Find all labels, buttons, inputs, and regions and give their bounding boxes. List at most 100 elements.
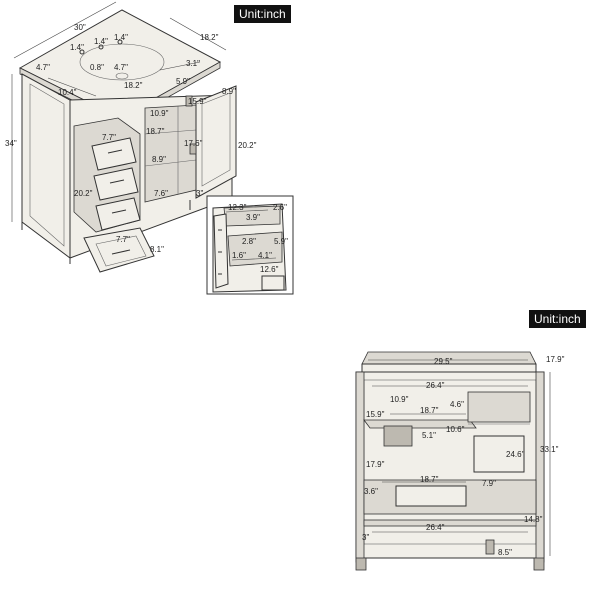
dim-label: 20.2" <box>74 189 93 198</box>
dim-label: 20.2" <box>238 141 257 150</box>
dim-label: 24.6" <box>506 450 525 459</box>
dim-label: 18.2" <box>124 81 143 90</box>
dim-label: 5.9" <box>274 237 288 246</box>
dim-label: 12.6" <box>260 265 279 274</box>
side-panel-inset <box>29 83 65 247</box>
dim-label: 3" <box>362 533 369 542</box>
dim-label: 18.7" <box>420 475 439 484</box>
drawer-2-handle <box>109 179 125 184</box>
dim-label: 17.9" <box>366 460 385 469</box>
shelf-compartment <box>144 104 197 203</box>
dim-label: 3" <box>196 189 203 198</box>
drawer-3-front <box>95 197 141 231</box>
cabinet-door <box>195 85 237 199</box>
sink-drain <box>115 72 129 80</box>
dim-label: 2.8" <box>242 237 256 246</box>
detail-mid-drawer <box>227 231 283 267</box>
dim-label: 4.1" <box>258 251 272 260</box>
unit-badge-bottom: Unit:inch <box>529 310 586 328</box>
dim-label: 4.6" <box>450 400 464 409</box>
dim-label: 8.5" <box>498 548 512 557</box>
shelf-middle <box>144 159 197 167</box>
dim-label: 1.4" <box>70 43 84 52</box>
dim-line-sink-edge <box>159 61 201 71</box>
dim-label: 3.9" <box>246 213 260 222</box>
dim-label: 7.9" <box>482 479 496 488</box>
right-drawer <box>473 435 525 473</box>
front-leg-right <box>533 557 545 571</box>
dim-label: 34" <box>5 139 17 148</box>
faucet-hole-left <box>79 49 85 55</box>
dim-label: 26.4" <box>426 523 445 532</box>
detail-dim-line <box>231 257 277 261</box>
drawer-1-handle <box>107 149 123 154</box>
detail-dim-line <box>225 209 269 213</box>
dim-label: 8.1" <box>150 245 164 254</box>
right-post <box>535 371 545 563</box>
right-upper-compartment <box>467 391 531 423</box>
dim-label: 2.6" <box>273 203 287 212</box>
front-leg-left <box>355 557 367 571</box>
dim-label: 18.2" <box>200 33 219 42</box>
drawer-detail-inset: 12.3" 2.6" 3.9" 2.8" 5.9" 1.6" 4.1" 12.6… <box>206 195 294 295</box>
drawer-3-handle <box>111 209 127 214</box>
dim-label: 15.9" <box>188 97 207 106</box>
dim-label: 4.7" <box>36 63 50 72</box>
door-hinge-bottom <box>189 143 197 155</box>
front-view-vanity-drawing: 29.5" 17.9" 26.4" 10.9" 4.6" 15.9" 18.7"… <box>355 351 565 571</box>
back-leg <box>485 539 495 555</box>
detail-lower-drawer <box>261 275 285 291</box>
dim-label: 1.4" <box>114 33 128 42</box>
bottom-drawer-front <box>83 227 155 273</box>
dim-label: 7.6" <box>154 189 168 198</box>
dim-label: 7.7" <box>116 235 130 244</box>
dim-label: 1.4" <box>94 37 108 46</box>
dim-label: 8.9" <box>222 87 236 96</box>
dim-label: 5.1" <box>422 431 436 440</box>
detail-side-drawer-stack <box>213 213 229 289</box>
drawer-2-front <box>93 167 139 201</box>
bottom-drawer-handle <box>111 249 131 255</box>
dim-label: 33.1" <box>540 445 559 454</box>
hinge-bracket <box>383 425 413 447</box>
dim-label: 5.9" <box>176 77 190 86</box>
dim-label: 14.8" <box>524 515 543 524</box>
sink-basin <box>79 43 165 81</box>
dim-label: 15.9" <box>366 410 385 419</box>
dim-label: 1.6" <box>232 251 246 260</box>
dim-label: 10.4" <box>58 88 77 97</box>
dim-label: 3.1" <box>186 59 200 68</box>
door-hinge-top <box>185 95 193 107</box>
dim-label: 8.9" <box>152 155 166 164</box>
isometric-vanity-drawing: 30" 18.2" 1.4" 1.4" 1.4" 4.7" 0.8" 4.7" … <box>5 1 257 273</box>
bottom-shelf-board <box>395 485 467 507</box>
dim-label: 29.5" <box>434 357 453 366</box>
faucet-hole-center <box>98 44 104 50</box>
dim-label: 18.7" <box>146 127 165 136</box>
dim-label: 4.7" <box>114 63 128 72</box>
bottom-drawer-panel <box>95 235 147 267</box>
dim-line-sink-width <box>47 77 97 97</box>
dim-label: 18.7" <box>420 406 439 415</box>
dim-line-depth <box>169 17 227 51</box>
dim-label: 26.4" <box>426 381 445 390</box>
dim-label: 10.6" <box>446 425 465 434</box>
faucet-hole-right <box>117 39 123 45</box>
cabinet-door-panel <box>201 92 231 187</box>
base-rail <box>363 519 537 527</box>
dim-label: 12.3" <box>228 203 247 212</box>
shelf-top <box>144 129 197 135</box>
dim-label: 30" <box>74 23 86 32</box>
dim-label: 0.8" <box>90 63 104 72</box>
dim-label: 7.7" <box>102 133 116 142</box>
unit-badge-top: Unit:inch <box>234 5 291 23</box>
drawer-1-front <box>91 137 137 171</box>
dim-line-width <box>13 1 117 59</box>
dim-label: 10.9" <box>150 109 169 118</box>
dim-label: 3.6" <box>364 487 378 496</box>
dim-label: 17.9" <box>546 355 565 364</box>
dim-label: 17.6" <box>184 139 203 148</box>
dim-label: 10.9" <box>390 395 409 404</box>
